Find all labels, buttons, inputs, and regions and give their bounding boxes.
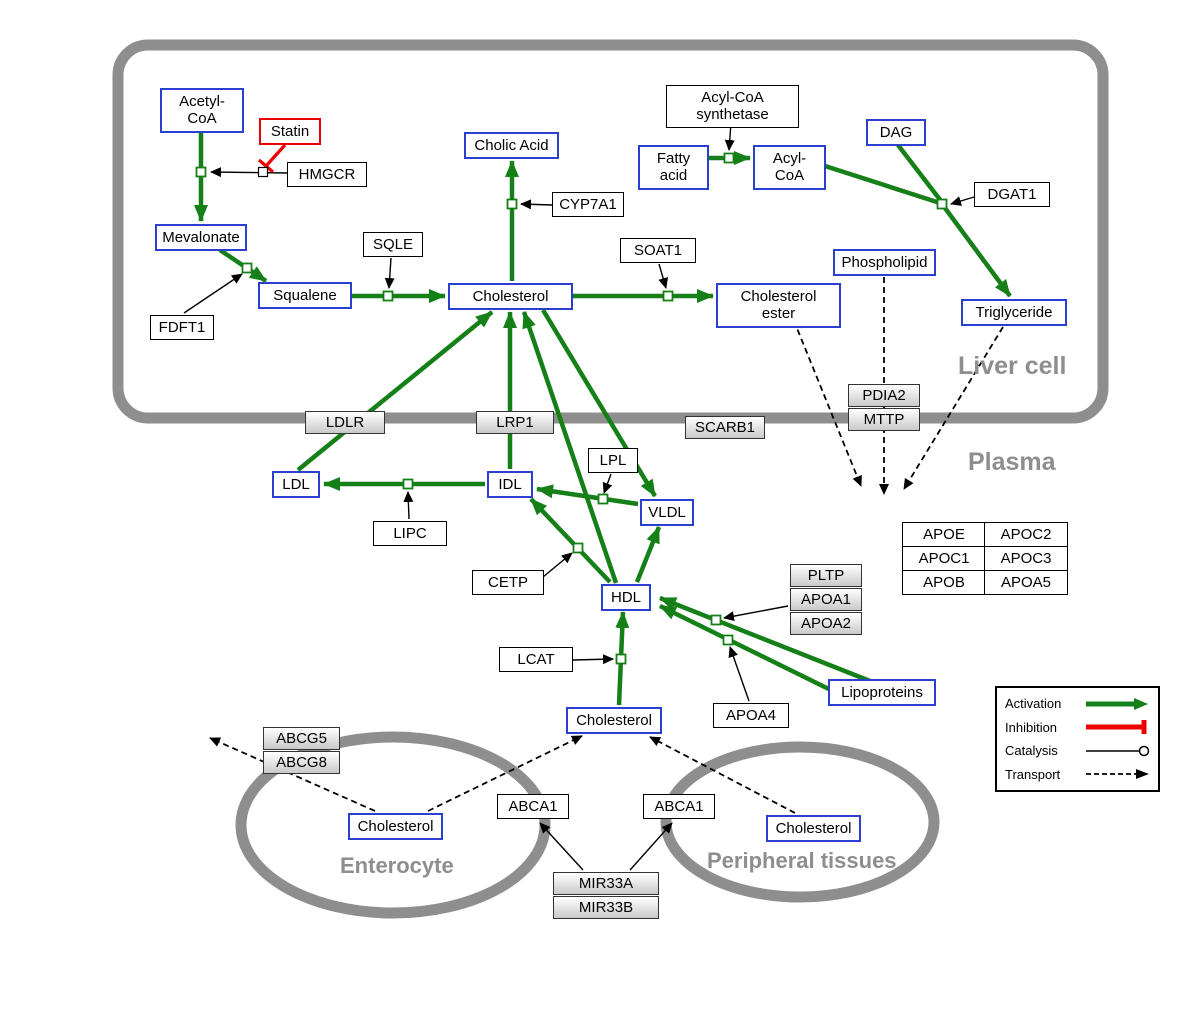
apo-cell[interactable]: APOC2 xyxy=(984,522,1068,548)
catalysis-circle-icon xyxy=(1086,745,1150,756)
node-abcg8[interactable]: ABCG8 xyxy=(263,751,340,775)
node-phospholipid[interactable]: Phospholipid xyxy=(833,249,936,277)
legend-activation-label: Activation xyxy=(1005,696,1062,712)
node-apoa4[interactable]: APOA4 xyxy=(713,703,789,729)
node-dgat1[interactable]: DGAT1 xyxy=(974,182,1050,208)
legend-transport-label: Transport xyxy=(1005,766,1061,782)
process-node xyxy=(195,166,207,178)
process-node xyxy=(506,198,518,210)
process-nodes xyxy=(195,152,948,665)
node-lrp1[interactable]: LRP1 xyxy=(476,411,554,435)
process-node xyxy=(257,166,269,178)
node-acetyl-coa[interactable]: Acetyl-CoA xyxy=(160,88,244,133)
process-node xyxy=(402,478,414,490)
process-node xyxy=(662,290,674,302)
node-pdia2[interactable]: PDIA2 xyxy=(848,384,920,408)
node-hdl[interactable]: HDL xyxy=(601,584,651,612)
inhibition-bar-icon xyxy=(1086,720,1147,735)
node-acyl-coa-synthetase[interactable]: Acyl-CoA synthetase xyxy=(666,85,799,128)
activation-arrow-icon xyxy=(1086,697,1148,710)
legend-catalysis-label: Catalysis xyxy=(1005,743,1058,759)
node-dag[interactable]: DAG xyxy=(866,119,926,147)
transport-arrow-icon xyxy=(1086,769,1149,780)
node-soat1[interactable]: SOAT1 xyxy=(620,238,696,264)
node-hmgcr[interactable]: HMGCR xyxy=(287,162,367,188)
node-apoa2[interactable]: APOA2 xyxy=(790,612,862,636)
node-cyp7a1[interactable]: CYP7A1 xyxy=(552,192,624,218)
apo-cell[interactable]: APOB xyxy=(902,570,986,596)
node-acyl-coa-2[interactable]: Acyl-CoA xyxy=(753,145,826,190)
node-ldlr[interactable]: LDLR xyxy=(305,411,385,435)
node-pltp[interactable]: PLTP xyxy=(790,564,862,588)
node-ldl[interactable]: LDL xyxy=(272,471,320,499)
node-mir33b[interactable]: MIR33B xyxy=(553,896,659,920)
node-cholesterol-liver[interactable]: Cholesterol xyxy=(448,283,573,311)
node-fatty-acid[interactable]: Fatty acid xyxy=(638,145,709,190)
process-node xyxy=(615,653,627,665)
node-apoa1[interactable]: APOA1 xyxy=(790,588,862,612)
node-cholic-acid[interactable]: Cholic Acid xyxy=(464,132,559,160)
node-cetp[interactable]: CETP xyxy=(472,570,544,596)
node-mevalonate[interactable]: Mevalonate xyxy=(155,224,247,252)
apolipoprotein-table: APOE APOC2 APOC1 APOC3 APOB APOA5 xyxy=(902,522,1068,596)
node-abca1-left[interactable]: ABCA1 xyxy=(497,794,569,820)
peripheral-tissues-outline xyxy=(660,741,940,903)
process-node xyxy=(722,634,734,646)
peripheral-tissues-label: Peripheral tissues xyxy=(707,848,897,873)
transport-edges xyxy=(209,277,1004,814)
node-lipc[interactable]: LIPC xyxy=(373,521,447,547)
apo-cell[interactable]: APOC3 xyxy=(984,546,1068,572)
node-idl[interactable]: IDL xyxy=(487,471,533,499)
node-lpl[interactable]: LPL xyxy=(588,448,638,474)
legend-row-inhibition: Inhibition xyxy=(1005,719,1150,735)
legend-row-catalysis: Catalysis xyxy=(1005,743,1150,759)
apo-cell[interactable]: APOE xyxy=(902,522,986,548)
process-node xyxy=(572,542,584,554)
node-triglyceride[interactable]: Triglyceride xyxy=(961,299,1067,327)
process-node xyxy=(936,198,948,210)
node-fdft1[interactable]: FDFT1 xyxy=(150,315,214,341)
node-scarb1[interactable]: SCARB1 xyxy=(685,416,765,440)
node-cholesterol-ester[interactable]: Cholesterol ester xyxy=(716,283,841,328)
node-mir33a[interactable]: MIR33A xyxy=(553,872,659,896)
process-node xyxy=(382,290,394,302)
legend: Activation Inhibition Catalysis Transpor… xyxy=(995,686,1160,792)
legend-row-transport: Transport xyxy=(1005,766,1150,782)
liver-cell-outline xyxy=(112,39,1109,424)
catalysis-edges xyxy=(183,122,975,871)
node-vldl[interactable]: VLDL xyxy=(640,499,694,527)
legend-inhibition-label: Inhibition xyxy=(1005,719,1058,735)
process-node xyxy=(597,493,609,505)
node-statin[interactable]: Statin xyxy=(259,118,321,146)
node-lcat[interactable]: LCAT xyxy=(499,647,573,673)
process-node xyxy=(723,152,735,164)
node-sqle[interactable]: SQLE xyxy=(363,232,423,258)
liver-cell-label: Liver cell xyxy=(958,352,1067,380)
node-lipoproteins[interactable]: Lipoproteins xyxy=(828,679,936,707)
node-cholesterol-plasma[interactable]: Cholesterol xyxy=(566,707,662,735)
legend-row-activation: Activation xyxy=(1005,696,1150,712)
node-abcg5[interactable]: ABCG5 xyxy=(263,727,340,751)
inhibition-edge xyxy=(257,143,287,174)
apo-cell[interactable]: APOA5 xyxy=(984,570,1068,596)
node-cholesterol-enterocyte[interactable]: Cholesterol xyxy=(348,813,443,841)
node-abca1-right[interactable]: ABCA1 xyxy=(643,794,715,820)
process-node xyxy=(710,614,722,626)
enterocyte-label: Enterocyte xyxy=(340,853,454,878)
node-squalene[interactable]: Squalene xyxy=(258,282,352,310)
plasma-label: Plasma xyxy=(968,448,1056,476)
apo-cell[interactable]: APOC1 xyxy=(902,546,986,572)
node-cholesterol-peripheral[interactable]: Cholesterol xyxy=(766,815,861,843)
process-node xyxy=(241,262,253,274)
node-mttp[interactable]: MTTP xyxy=(848,408,920,432)
